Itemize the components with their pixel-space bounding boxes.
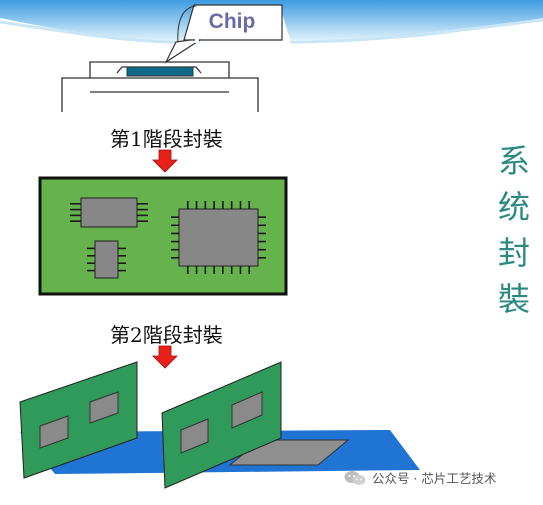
chip-label: Chip <box>209 10 256 33</box>
system-packaging-title: 系 统 封 裝 <box>492 138 536 322</box>
watermark-text: 公众号 · 芯片工艺技术 <box>372 471 497 486</box>
expansion-card-2 <box>161 361 282 489</box>
stage-2-label: 第2階段封裝 <box>110 323 223 347</box>
title-char: 裝 <box>497 280 530 318</box>
stage-arrows <box>152 149 178 369</box>
soic-chip <box>80 197 138 228</box>
small-ic-chip <box>94 240 119 279</box>
title-char: 统 <box>497 188 530 226</box>
watermark: 公众号 · 芯片工艺技术 <box>344 468 496 487</box>
qfp-chip <box>178 208 259 267</box>
down-arrow-icon <box>152 149 178 173</box>
chip-callout: Chip <box>164 4 283 64</box>
down-arrow-icon <box>152 345 178 369</box>
wechat-icon <box>344 470 366 485</box>
title-char: 系 <box>497 142 530 180</box>
expansion-card-1 <box>19 361 138 479</box>
title-char: 封 <box>497 234 530 272</box>
stage-1-label: 第1階段封裝 <box>110 127 223 151</box>
pcb-components <box>70 197 266 279</box>
die-chip <box>126 66 194 77</box>
